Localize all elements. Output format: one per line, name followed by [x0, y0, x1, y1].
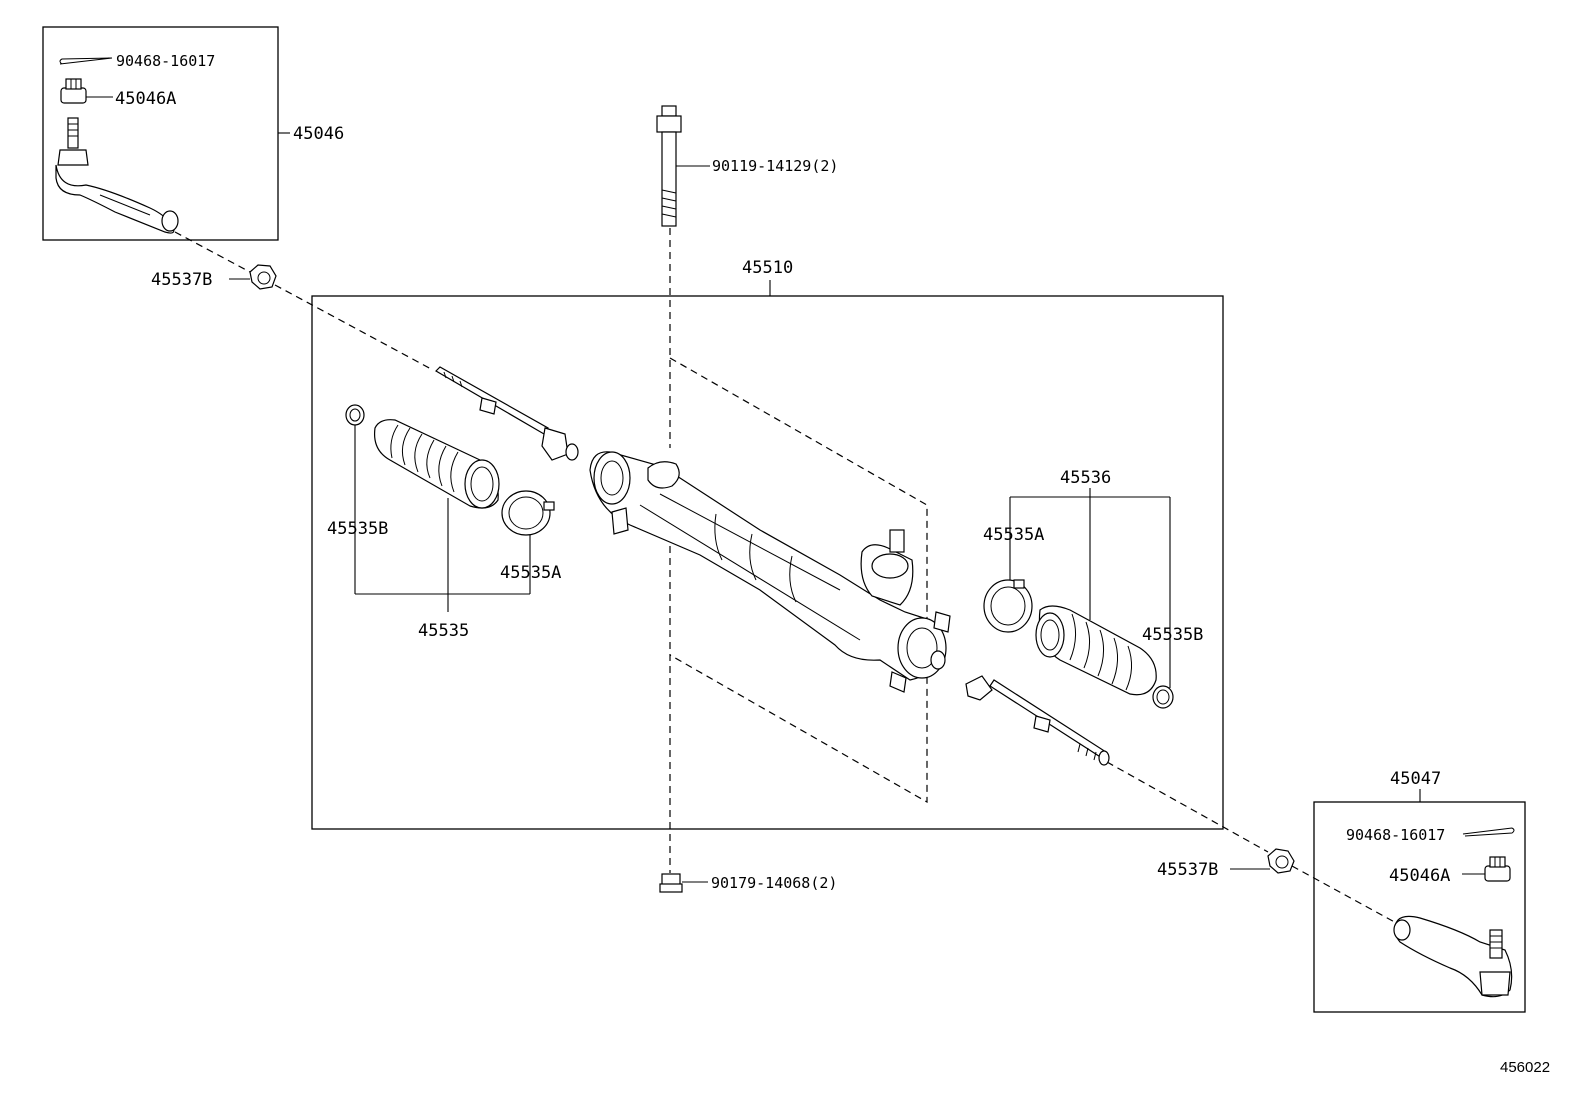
- label-lock-nut-right: 45537B: [1157, 860, 1218, 880]
- diagram-id: 456022: [1500, 1059, 1550, 1076]
- steering-rack-housing-icon: [589, 451, 951, 693]
- label-tie-rod-end-right: 45047: [1390, 769, 1441, 789]
- label-nut-bottom: 90179-14068(2): [711, 874, 837, 892]
- label-nut-right: 45046A: [1389, 866, 1450, 886]
- inner-tie-rod-left-icon: [435, 366, 579, 461]
- boot-clip-left-icon: [345, 404, 365, 426]
- rack-boot-left-icon: [373, 419, 500, 509]
- boot-clamp-right-icon: [983, 579, 1033, 633]
- label-boot-left: 45535: [418, 621, 469, 641]
- label-lock-nut-left: 45537B: [151, 270, 212, 290]
- label-cotter-pin-right: 90468-16017: [1346, 826, 1445, 844]
- cotter-pin-left-icon: [59, 57, 113, 65]
- tie-rod-end-left-icon: [55, 117, 179, 234]
- left-boot-group-leaders: [354, 425, 531, 612]
- boot-clip-right-icon: [1152, 685, 1174, 709]
- label-cotter-pin-left: 90468-16017: [116, 52, 215, 70]
- boot-clamp-left-icon: [501, 490, 555, 536]
- lock-nut-left-icon: [249, 264, 277, 290]
- label-clip-right: 45535B: [1142, 625, 1203, 645]
- mounting-bolt-icon: [656, 105, 682, 227]
- right-boot-group-leaders: [1009, 488, 1171, 688]
- label-clamp-right: 45535A: [983, 525, 1044, 545]
- flange-nut-bottom-icon: [659, 873, 683, 893]
- label-clip-left: 45535B: [327, 519, 388, 539]
- inner-tie-rod-right-icon: [965, 675, 1110, 766]
- lock-nut-right-icon: [1267, 848, 1295, 874]
- label-gear-assembly: 45510: [742, 258, 793, 278]
- label-nut-left: 45046A: [115, 89, 176, 109]
- label-boot-right-group: 45536: [1060, 468, 1111, 488]
- label-clamp-left: 45535A: [500, 563, 561, 583]
- castle-nut-right-icon: [1484, 856, 1511, 882]
- gear-assembly-frame: [311, 295, 1224, 830]
- rack-boot-right-icon: [1035, 605, 1157, 696]
- label-tie-rod-end-left: 45046: [293, 124, 344, 144]
- castle-nut-left-icon: [60, 78, 87, 104]
- label-bolt: 90119-14129(2): [712, 157, 838, 175]
- cotter-pin-right-icon: [1462, 827, 1515, 837]
- tie-rod-end-right-icon: [1393, 915, 1513, 998]
